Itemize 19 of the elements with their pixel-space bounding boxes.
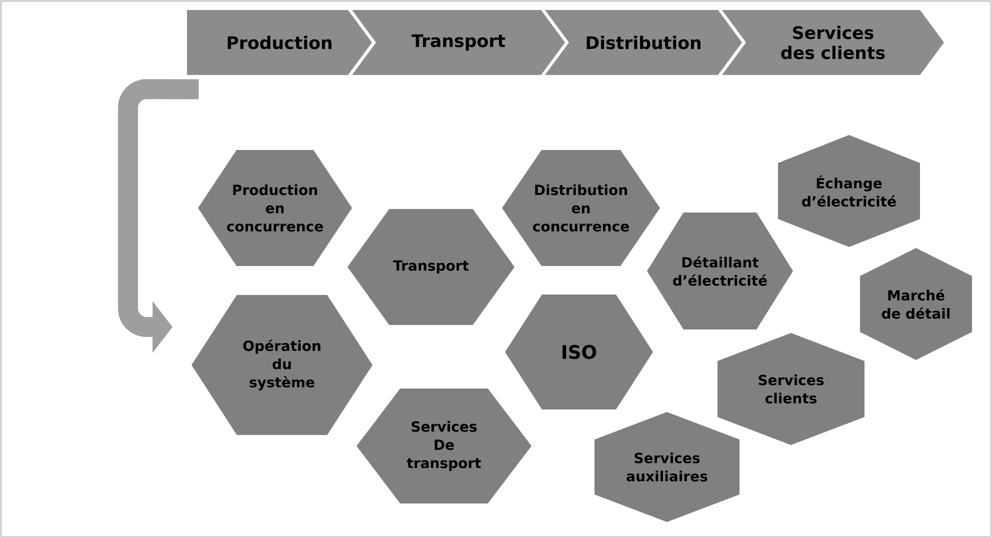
hexagon: Marché de détail [860,248,972,360]
hexagon: Échange d’électricité [778,135,920,247]
node-label: Distribution [586,36,700,50]
chevron-step: Production [187,10,372,75]
hexagon: ISO [505,294,653,410]
hexagon: Opération du système [192,295,372,435]
node-label: Transport [412,34,506,51]
hexagon: Services auxiliaires [594,412,740,522]
node-label: Services des clients [781,26,885,60]
hexagon: Services De transport [356,388,532,504]
hexagon: Production en concurrence [198,150,352,266]
hexagon: Transport [348,209,514,325]
node-label: Production [228,36,332,50]
chevron-step: Distribution [545,10,742,75]
hexagon: Détaillant d’électricité [647,212,793,330]
chevron-step: Transport [352,10,565,75]
hexagon: Services clients [718,333,864,445]
chevron-step: Services des clients [722,10,944,75]
hexagon: Distribution en concurrence [502,150,660,266]
